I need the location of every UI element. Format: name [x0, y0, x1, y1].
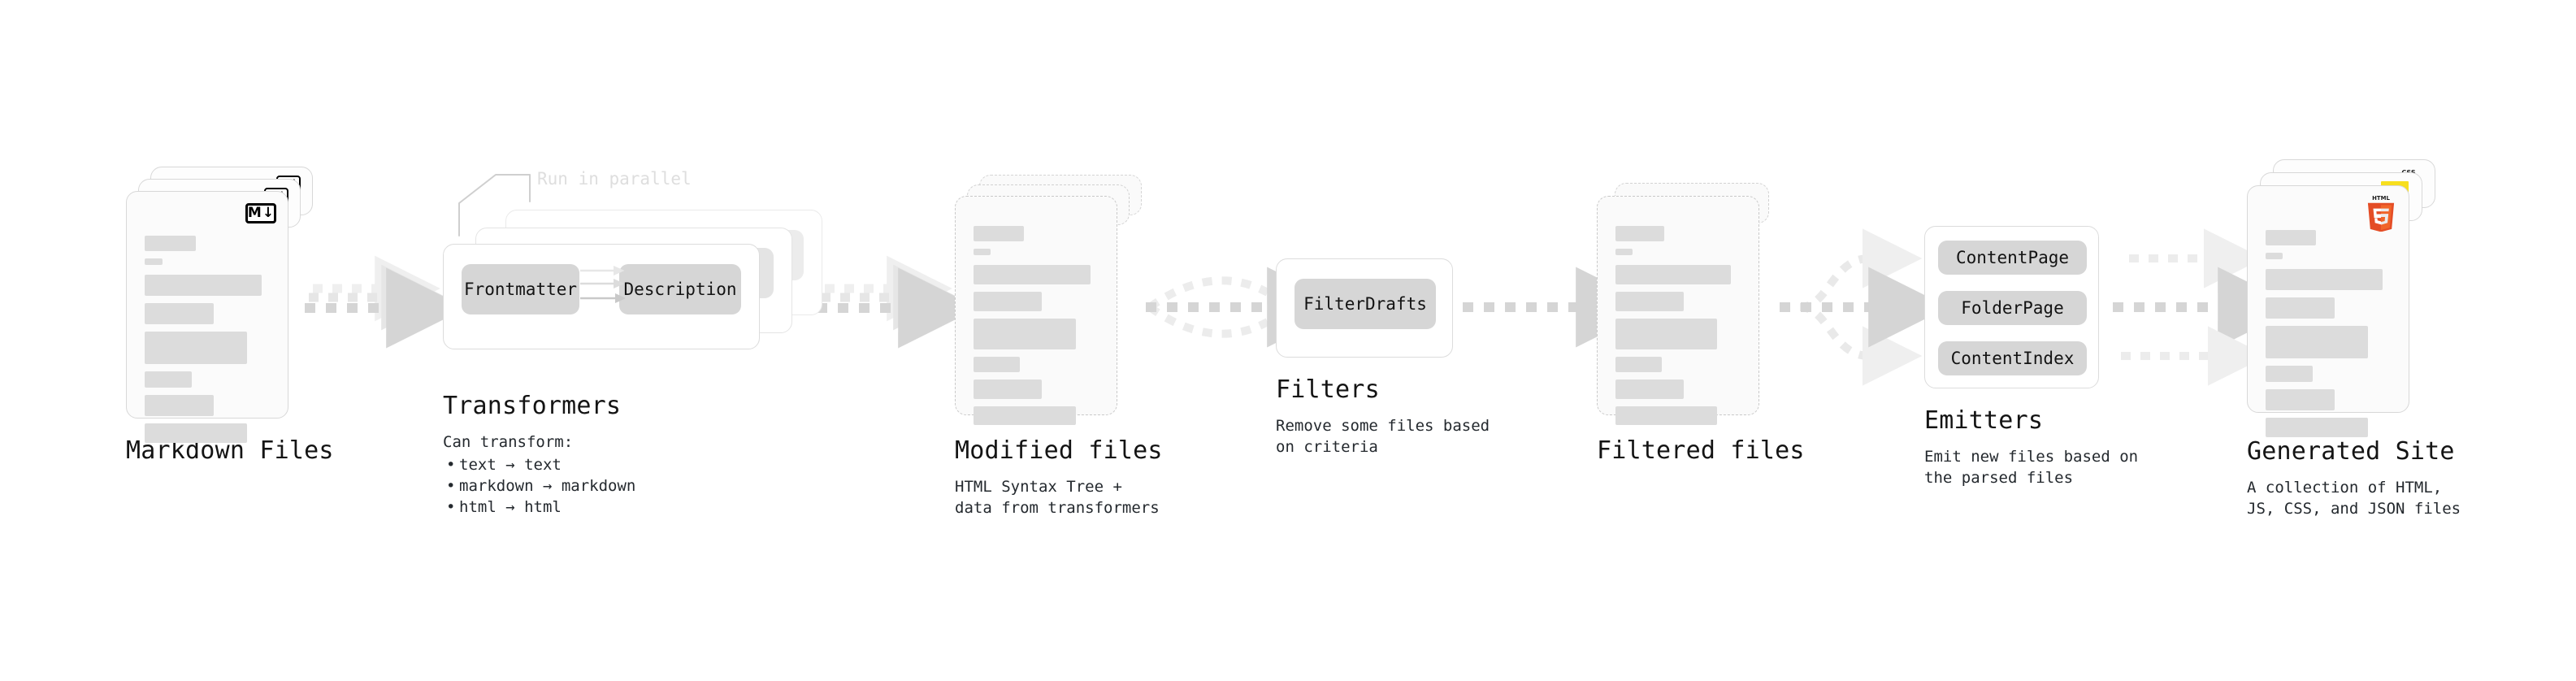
doc-line [974, 292, 1042, 311]
doc-line [974, 357, 1020, 372]
emitter-chip-folderpage[interactable]: FolderPage [1938, 291, 2087, 325]
doc-line [1615, 380, 1684, 399]
doc-line [1615, 265, 1732, 284]
emitter-chip-contentindex[interactable]: ContentIndex [1938, 341, 2087, 375]
stage-filtered-files: Filtered files [1597, 175, 1805, 465]
doc-line [974, 380, 1042, 399]
stage-generated-site: CSS HTML [2247, 159, 2461, 519]
emitters-subtitle: Emit new files based on the parsed files [1924, 448, 2139, 487]
doc-line [145, 395, 215, 416]
transformer-inner-arrows [580, 266, 625, 303]
transformer-chip-frontmatter[interactable]: Frontmatter [462, 264, 579, 314]
doc-line [2266, 418, 2369, 437]
html5-icon: HTML [2367, 195, 2395, 232]
stage-emitters: ContentPage FolderPage ContentIndex Emit… [1924, 226, 2138, 488]
doc-line [145, 371, 193, 388]
doc-line [145, 303, 215, 324]
markdown-card-front: M↓ [126, 191, 288, 443]
markdown-doc-lines [145, 236, 273, 450]
transformers-bullet-text: text → text [459, 456, 562, 474]
doc-line [974, 406, 1077, 425]
transformers-title: Transformers [443, 392, 622, 420]
stage-filters: FilterDrafts Filters Remove some files b… [1276, 258, 1490, 458]
stage-modified-files: Modified files HTML Syntax Tree + data f… [955, 175, 1163, 518]
filters-panel: FilterDrafts [1276, 258, 1453, 358]
transformers-subtitle: Can transform: [443, 433, 574, 451]
doc-line [1615, 319, 1717, 349]
doc-line [145, 236, 197, 251]
doc-line [1615, 292, 1684, 311]
modified-card-front [955, 196, 1117, 425]
svg-text:HTML: HTML [2372, 195, 2390, 202]
generated-site-subtitle: A collection of HTML, JS, CSS, and JSON … [2247, 479, 2461, 518]
doc-line [2266, 326, 2369, 358]
filtered-files-title: Filtered files [1597, 436, 1805, 465]
connector-transformers-to-modified [817, 255, 979, 349]
generated-site-title: Generated Site [2247, 437, 2455, 466]
transformers-bullet-text: html → html [459, 498, 562, 516]
doc-line [2266, 297, 2335, 319]
doc-line [974, 265, 1091, 284]
transformers-panel-front: Frontmatter Description [443, 244, 760, 349]
stage-transformers: Run in parallel Frontmatter Description … [443, 169, 825, 518]
doc-line [2266, 366, 2314, 382]
doc-line [145, 423, 248, 443]
doc-line [145, 258, 163, 265]
transformers-bullet: • html → html [446, 498, 562, 516]
doc-line [974, 249, 991, 255]
markdown-icon: M↓ [245, 203, 276, 223]
doc-line [1615, 226, 1665, 241]
filtered-card-front [1597, 196, 1759, 425]
doc-line [2266, 253, 2283, 259]
generated-doc-lines [2266, 230, 2394, 445]
doc-line [145, 275, 262, 296]
transformers-bullet-list: • text → text • markdown → markdown • ht… [443, 454, 825, 518]
markdown-icon-arrow: ↓ [262, 205, 275, 221]
doc-line [2266, 230, 2316, 245]
modified-files-title: Modified files [955, 436, 1163, 465]
doc-line [2266, 269, 2383, 290]
doc-line [1615, 249, 1633, 255]
connector-modified-to-filters [1146, 267, 1348, 348]
doc-line [974, 319, 1077, 349]
generated-card-front: HTML [2247, 185, 2409, 437]
transformers-bullet: • markdown → markdown [446, 477, 636, 495]
transformer-chip-description[interactable]: Description [619, 264, 741, 314]
emitter-chip-contentpage[interactable]: ContentPage [1938, 241, 2087, 275]
doc-line [145, 332, 248, 364]
emitters-title: Emitters [1924, 406, 2044, 435]
filter-chip-filterdrafts[interactable]: FilterDrafts [1295, 279, 1436, 329]
doc-line [2266, 389, 2335, 410]
transformers-bullet-text: markdown → markdown [459, 477, 636, 495]
markdown-icon-m: M [247, 205, 262, 221]
filtered-doc-lines [1615, 226, 1744, 432]
doc-line [1615, 406, 1717, 425]
filters-subtitle: Remove some files based on criteria [1276, 417, 1490, 456]
stage-markdown-files: M↓ M↓ M↓ [126, 167, 334, 465]
filters-title: Filters [1276, 375, 1380, 404]
modified-files-subtitle: HTML Syntax Tree + data from transformer… [955, 478, 1160, 517]
run-in-parallel-label: Run in parallel [537, 169, 692, 189]
emitters-panel: ContentPage FolderPage ContentIndex [1924, 226, 2099, 388]
transformers-bullet: • text → text [446, 456, 562, 474]
doc-line [1615, 357, 1662, 372]
doc-line [974, 226, 1024, 241]
modified-doc-lines [974, 226, 1102, 432]
